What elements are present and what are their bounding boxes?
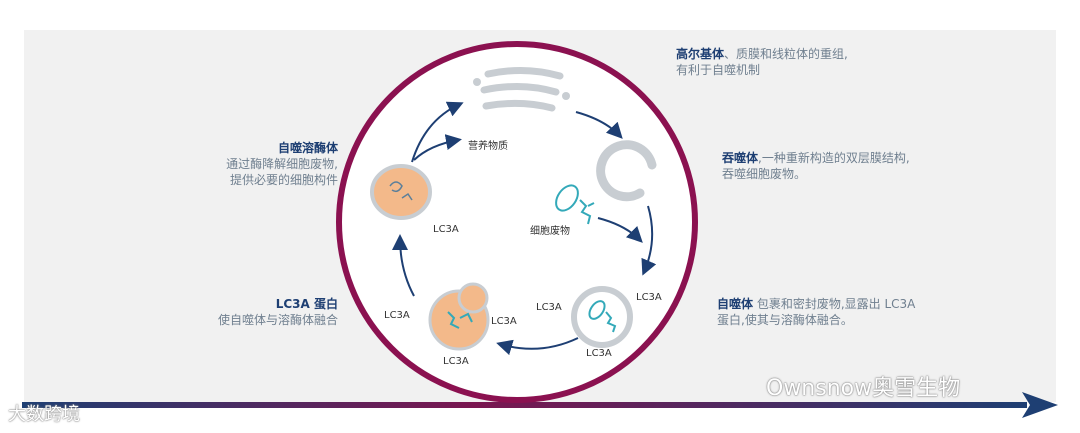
phagophore-title: 吞噬体 xyxy=(722,151,759,165)
cycle-arrows xyxy=(392,101,657,356)
autophagosome-title: 自噬体 xyxy=(717,297,754,311)
golgi-desc-1: 、质膜和线粒体的重组, xyxy=(724,47,848,61)
autophagosome-desc-1: 包裹和密封废物,显露出 LC3A xyxy=(753,297,916,311)
golgi-illustration xyxy=(473,66,570,112)
autolysosome-desc-2: 提供必要的细胞构件 xyxy=(229,173,338,187)
phagophore-desc-1: ,一种重新构造的双层膜结构, xyxy=(758,151,910,165)
lc3a-protein-title: LC3A 蛋白 xyxy=(275,297,338,311)
golgi-label: 高尔基体、质膜和线粒体的重组, 有利于自噬机制 xyxy=(676,46,936,78)
lc3a-label-2: LC3A xyxy=(384,310,410,321)
phagophore-desc-2: 吞噬细胞废物。 xyxy=(722,167,807,181)
lc3a-label-1: LC3A xyxy=(433,224,459,235)
lc3a-label-7: LC3A xyxy=(586,348,612,359)
golgi-title: 高尔基体 xyxy=(676,47,725,61)
lc3a-label-3: LC3A xyxy=(491,316,517,327)
phagophore-illustration xyxy=(596,140,657,202)
autophagosome-illustration xyxy=(571,286,633,348)
lc3a-protein-desc-1: 使自噬体与溶酶体融合 xyxy=(217,313,338,327)
phagophore-label: 吞噬体,一种重新构造的双层膜结构, 吞噬细胞废物。 xyxy=(722,150,982,182)
cycle-ring xyxy=(336,41,698,403)
autolysosome-title: 自噬溶酶体 xyxy=(277,141,338,155)
lc3a-label-6: LC3A xyxy=(636,292,662,303)
autolysosome-desc-1: 通过酶降解细胞废物, xyxy=(226,157,338,171)
cell-waste-illustration xyxy=(555,184,595,225)
nutrients-label: 营养物质 xyxy=(468,141,508,152)
fusion-illustration xyxy=(428,282,490,351)
autolysosome-illustration xyxy=(370,164,432,220)
lc3a-label-5: LC3A xyxy=(536,302,562,313)
golgi-desc-2: 有利于自噬机制 xyxy=(676,63,761,77)
timeline-arrow xyxy=(22,392,1058,418)
watermark-left: 大数跨境 xyxy=(8,404,80,425)
lc3a-label-4: LC3A xyxy=(443,356,469,367)
autophagosome-desc-2: 蛋白,使其与溶酶体融合。 xyxy=(717,313,853,327)
watermark-right: Ownsnow奥雪生物 xyxy=(766,376,961,401)
autolysosome-label: 自噬溶酶体 通过酶降解细胞废物, 提供必要的细胞构件 xyxy=(168,140,338,188)
lc3a-protein-label: LC3A 蛋白 使自噬体与溶酶体融合 xyxy=(168,296,338,328)
autophagosome-label: 自噬体 包裹和密封废物,显露出 LC3A 蛋白,使其与溶酶体融合。 xyxy=(717,296,977,328)
cell-waste-label: 细胞废物 xyxy=(530,226,570,237)
